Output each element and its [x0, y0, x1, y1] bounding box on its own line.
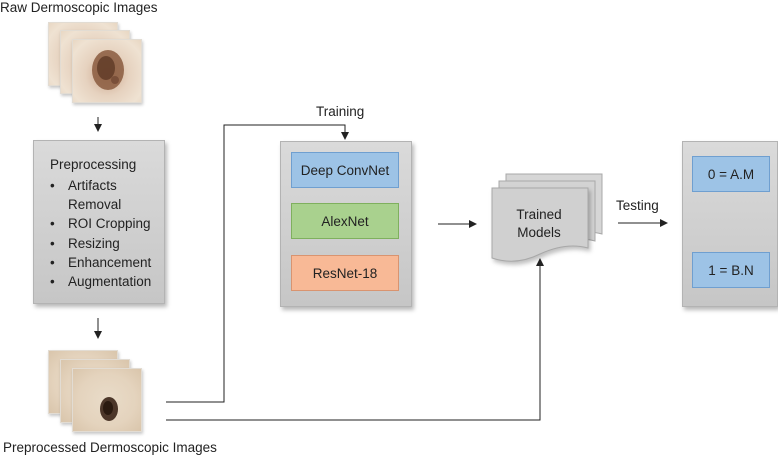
model-deep-convnet: Deep ConvNet — [291, 152, 399, 188]
step-item: Enhancement — [47, 253, 151, 272]
testing-label: Testing — [616, 198, 659, 213]
step-item: Resizing — [47, 234, 151, 253]
raw-images-label: Raw Dermoscopic Images — [0, 0, 158, 15]
training-models-panel: Deep ConvNet AlexNet ResNet-18 — [280, 141, 412, 307]
arrow-images-to-training — [166, 124, 349, 403]
preprocessed-image-stack — [48, 350, 148, 432]
training-label: Training — [316, 104, 365, 119]
raw-image-stack — [48, 22, 148, 104]
preprocessed-images-label: Preprocessed Dermoscopic Images — [3, 440, 217, 455]
trained-models-label: Trained Models — [500, 206, 578, 242]
arrow-images-to-trained-models — [166, 258, 544, 421]
preprocessed-lesion-graphic — [100, 397, 118, 421]
raw-image-thumb — [72, 39, 142, 103]
trained-models-stack — [491, 173, 603, 262]
model-resnet18: ResNet-18 — [291, 255, 399, 291]
step-item: ROI Cropping — [47, 214, 151, 233]
model-alexnet: AlexNet — [291, 203, 399, 239]
output-class-am: 0 = A.M — [692, 156, 770, 192]
step-item: Augmentation — [47, 272, 151, 291]
trained-models-line1: Trained — [516, 207, 562, 222]
output-class-bn: 1 = B.N — [692, 252, 770, 288]
raw-lesion-graphic — [92, 50, 124, 90]
preprocessed-image-thumb — [72, 368, 142, 432]
trained-models-line2: Models — [517, 225, 561, 240]
outputs-panel: 0 = A.M 1 = B.N — [682, 141, 778, 307]
preprocessing-title: Preprocessing — [50, 157, 137, 172]
